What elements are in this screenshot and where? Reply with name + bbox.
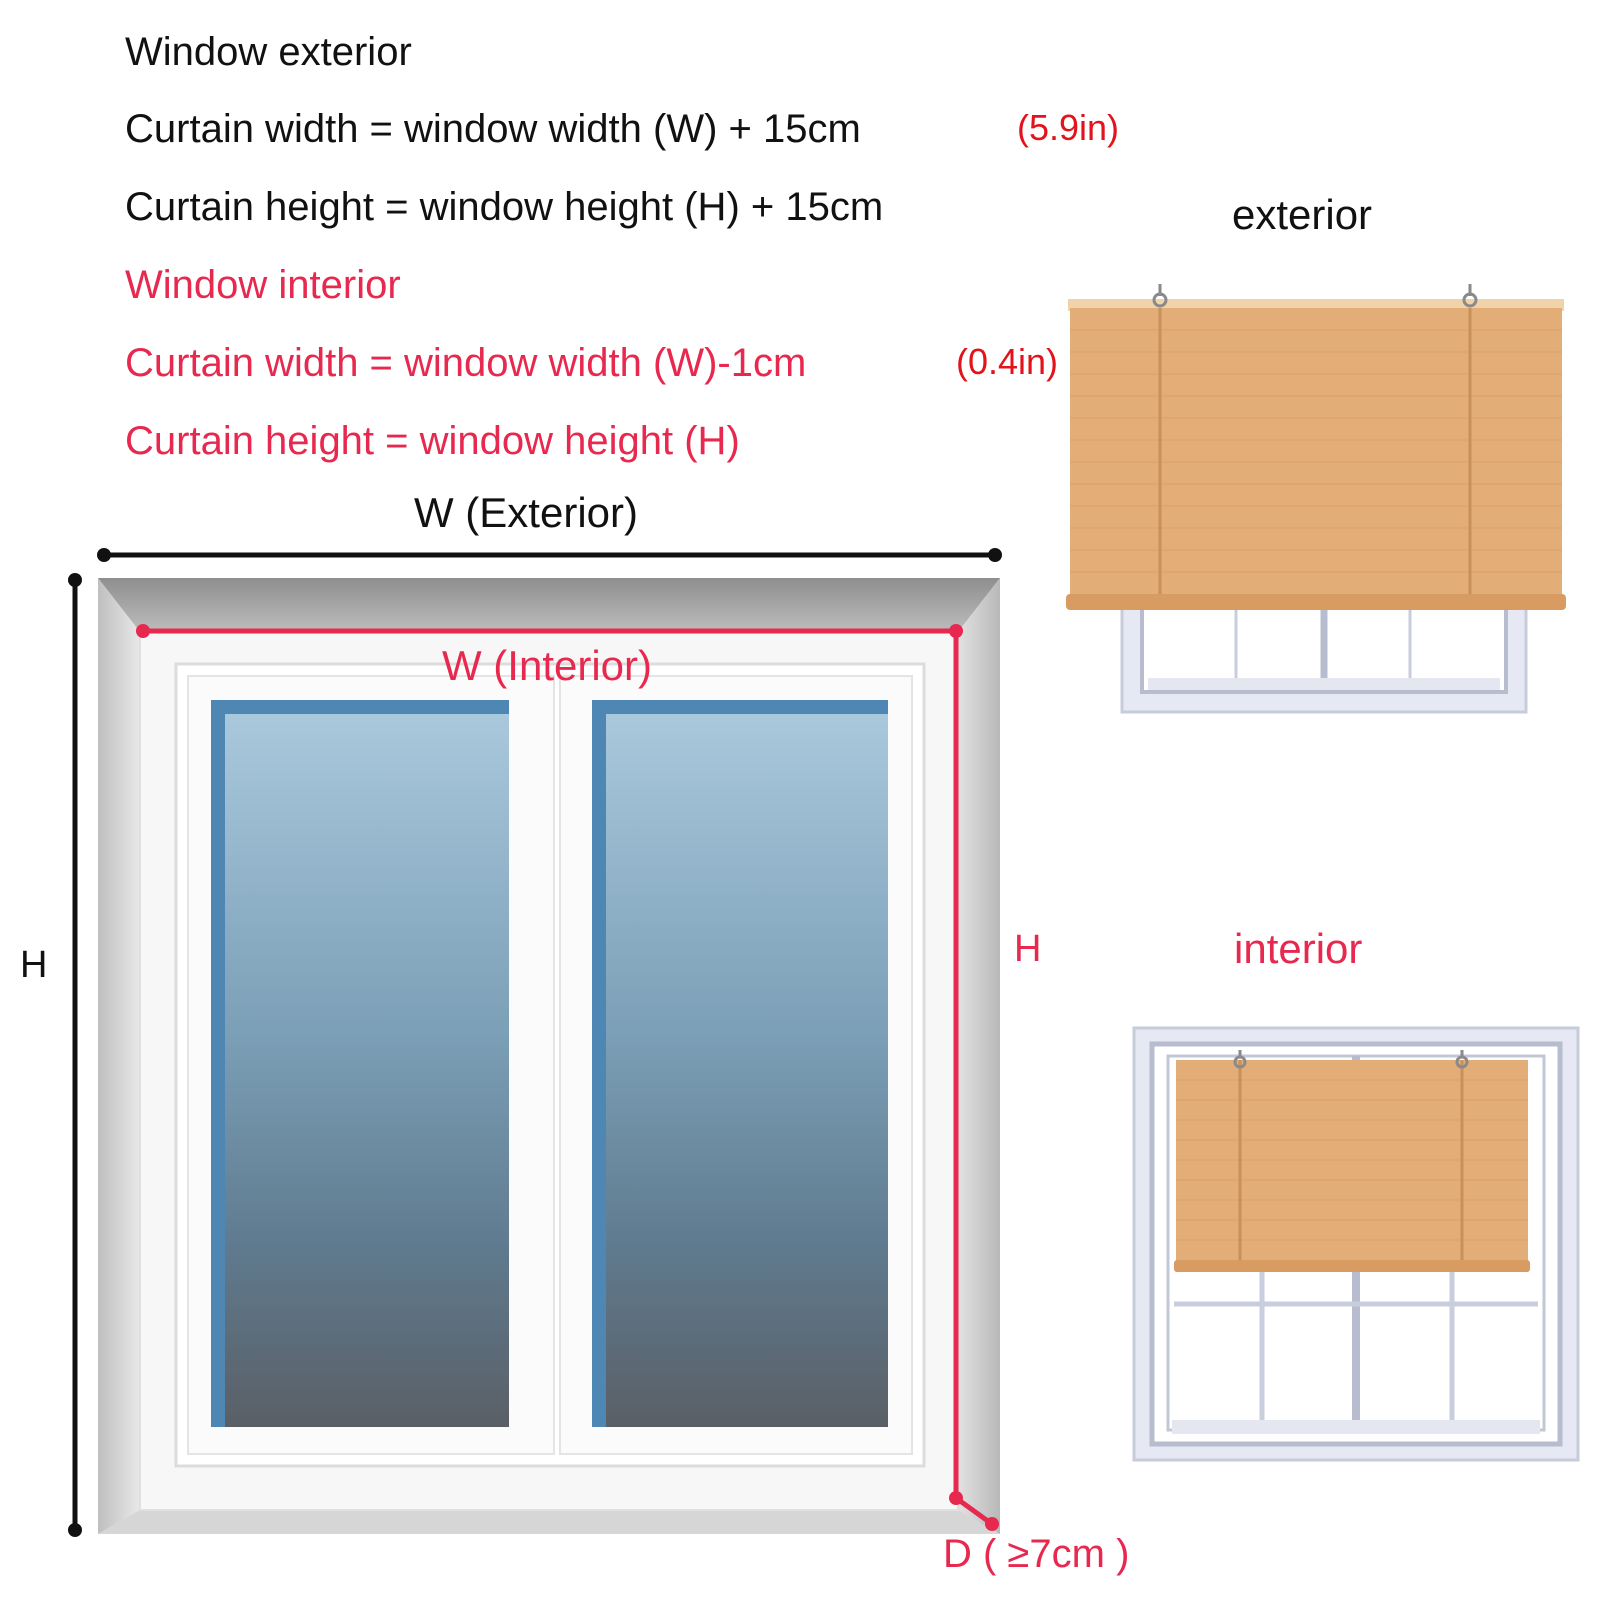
recess-top-wall [98, 578, 1000, 632]
exterior-blind-bottom-rail [1066, 594, 1566, 610]
h-exterior-endpoint-bottom [68, 1523, 82, 1537]
w-exterior-endpoint-right [988, 548, 1002, 562]
w-interior-endpoint-left [136, 624, 150, 638]
exterior-height-formula: Curtain height = window height (H) + 15c… [125, 185, 884, 229]
exterior-blind-slats [1070, 329, 1562, 573]
interior-height-formula: Curtain height = window height (H) [125, 419, 740, 463]
h-exterior-endpoint-top [68, 573, 82, 587]
exterior-width-formula: Curtain width = window width (W) + 15cm [125, 107, 861, 151]
interior-window-sill [1172, 1420, 1540, 1434]
interior-width-formula: Curtain width = window width (W)-1cm [125, 341, 807, 385]
exterior-window-sill [1148, 678, 1500, 690]
exterior-example-label: exterior [1232, 191, 1373, 238]
w-interior-label: W (Interior) [442, 642, 652, 689]
depth-endpoint [985, 1517, 999, 1531]
h-exterior-label: H [20, 944, 48, 986]
interior-blind-bottom-rail [1174, 1260, 1530, 1272]
exterior-heading: Window exterior [125, 30, 412, 74]
interior-blind [1176, 1060, 1528, 1264]
w-exterior-label: W (Exterior) [414, 489, 638, 536]
recess-right-wall [958, 578, 1000, 1534]
window-diagram [68, 548, 1002, 1537]
left-glass [225, 714, 509, 1427]
interior-heading: Window interior [125, 263, 401, 307]
depth-dimension [954, 1495, 994, 1527]
w-exterior-endpoint-left [97, 548, 111, 562]
interior-blind-slats [1176, 1079, 1528, 1241]
exterior-blind [1070, 308, 1562, 600]
depth-label: D ( ≥7cm ) [943, 1532, 1130, 1576]
interior-example-label: interior [1234, 925, 1363, 972]
recess-left-wall [98, 578, 140, 1534]
right-glass [606, 714, 888, 1427]
interior-width-inch: (0.4in) [956, 341, 1059, 382]
exterior-width-inch: (5.9in) [1017, 107, 1120, 148]
h-interior-label: H [1014, 928, 1042, 970]
recess-bottom-sill [98, 1510, 1000, 1534]
